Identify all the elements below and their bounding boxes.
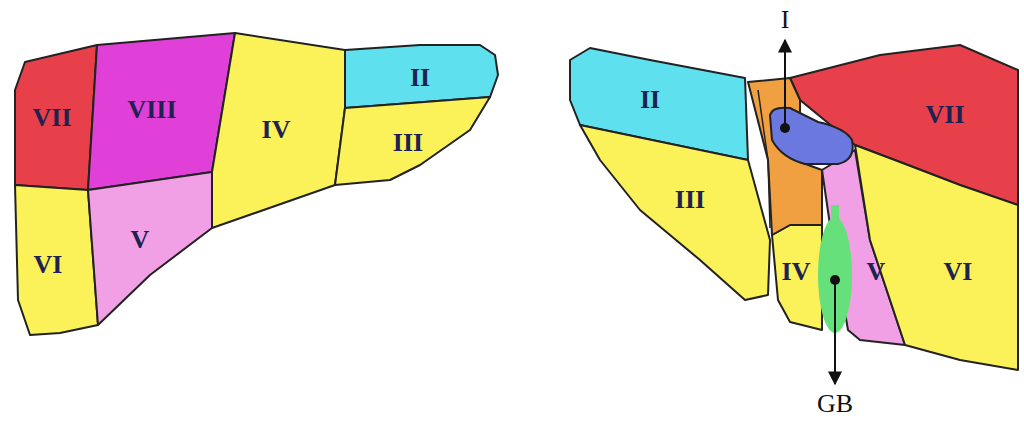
segment-number: VI [34,251,63,280]
segment-number: V [867,258,886,287]
segment-shape [88,172,212,325]
pointer-dot [780,123,790,133]
liver-segment: IV [210,31,347,230]
segment-number: III [675,186,705,215]
segment-shape [335,97,490,185]
caudate-inner-line [758,90,770,228]
pointer-arrow [834,280,836,384]
segment-number: III [393,129,423,158]
segment-number: VI [944,258,973,287]
structure-label: I [781,6,790,35]
pointer-dot [830,275,840,285]
segment-number: V [131,226,150,255]
liver-segment: V [86,170,214,327]
segment-number: IV [262,116,291,145]
pointer-arrow [784,40,786,128]
liver-segment: III [333,95,492,187]
segment-number: VIII [127,96,176,125]
segment-number: VII [32,104,71,133]
segment-shape [15,185,98,335]
structure-label: GB [817,390,853,419]
segment-outline [86,170,214,327]
segment-number: VII [925,101,964,130]
segment-shape [212,33,345,228]
segment-number: II [640,86,660,115]
segment-number: II [410,64,430,93]
caudate-vein-region [770,108,853,164]
segment-shape [855,145,1018,370]
segment-shape [580,125,770,300]
segment-shape [15,45,97,190]
liver-segment: VI [13,183,100,337]
segment-number: IV [782,258,811,287]
liver-segment: III [578,123,772,302]
liver-segment: IV [770,223,824,332]
liver-segment: VII [13,43,99,192]
segment-shape [772,225,822,330]
